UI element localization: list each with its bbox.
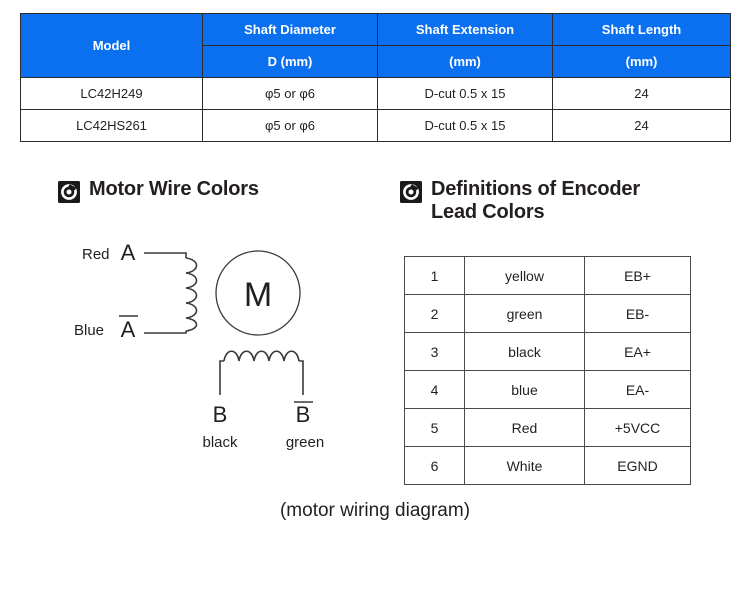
target-ring-icon xyxy=(400,181,422,203)
encoder-cell-color: black xyxy=(464,332,585,371)
phase-b-right-lead xyxy=(299,360,304,395)
encoder-cell-signal: EA- xyxy=(584,370,691,409)
table-row: 1 yellow EB+ xyxy=(404,256,691,295)
target-ring-icon xyxy=(58,181,80,203)
spec-unit-shaft-length: (mm) xyxy=(552,45,731,78)
encoder-cell-no: 1 xyxy=(404,256,465,295)
encoder-title-line-2: Lead Colors xyxy=(431,201,545,223)
table-row: 6 White EGND xyxy=(404,446,691,485)
phase-b-positive-wire-color: black xyxy=(202,434,238,451)
spec-cell-diameter: φ5 or φ6 xyxy=(202,77,378,110)
spec-header-shaft-extension: Shaft Extension xyxy=(377,13,553,46)
spec-cell-diameter: φ5 or φ6 xyxy=(202,109,378,142)
encoder-cell-color: green xyxy=(464,294,585,333)
encoder-lead-colors-heading: Definitions of Encoder Lead Colors xyxy=(400,178,700,224)
encoder-lead-color-table: 1 yellow EB+ 2 green EB- 3 black EA+ 4 b… xyxy=(404,256,691,485)
encoder-cell-signal: EB- xyxy=(584,294,691,333)
phase-a-positive-wire-color: Red xyxy=(82,246,110,263)
shaft-specification-table: Model Shaft Diameter Shaft Extension Sha… xyxy=(20,13,731,142)
encoder-cell-no: 3 xyxy=(404,332,465,371)
encoder-cell-signal: EGND xyxy=(584,446,691,485)
table-row: 3 black EA+ xyxy=(404,332,691,371)
encoder-cell-signal: EB+ xyxy=(584,256,691,295)
spec-cell-extension: D-cut 0.5 x 15 xyxy=(377,109,553,142)
spec-cell-model: LC42HS261 xyxy=(20,109,203,142)
table-row: LC42HS261 φ5 or φ6 D-cut 0.5 x 15 24 xyxy=(20,109,731,142)
spec-header-shaft-diameter: Shaft Diameter xyxy=(202,13,378,46)
motor-symbol-letter: M xyxy=(244,276,272,314)
phase-b-negative-label: B xyxy=(296,402,311,427)
motor-wire-colors-title: Motor Wire Colors xyxy=(89,178,259,200)
table-row: 4 blue EA- xyxy=(404,370,691,409)
phase-b-left-lead xyxy=(219,360,224,395)
motor-circle xyxy=(215,250,301,336)
phase-a-bottom-lead xyxy=(144,331,187,334)
encoder-cell-no: 5 xyxy=(404,408,465,447)
spec-unit-shaft-extension: (mm) xyxy=(377,45,553,78)
encoder-lead-colors-title: Definitions of Encoder Lead Colors xyxy=(431,178,640,224)
phase-a-negative-label: A xyxy=(121,317,136,342)
phase-a-negative-wire-color: Blue xyxy=(74,322,104,339)
phase-b-positive-label: B xyxy=(213,402,228,427)
spec-header-row-1: Model Shaft Diameter Shaft Extension Sha… xyxy=(20,13,731,78)
spec-cell-extension: D-cut 0.5 x 15 xyxy=(377,77,553,110)
encoder-cell-signal: EA+ xyxy=(584,332,691,371)
phase-b-coil xyxy=(223,350,300,362)
encoder-cell-color: yellow xyxy=(464,256,585,295)
encoder-cell-color: blue xyxy=(464,370,585,409)
motor-wiring-diagram: Red Blue A A M B B black green xyxy=(74,240,324,451)
encoder-cell-color: Red xyxy=(464,408,585,447)
encoder-cell-no: 6 xyxy=(404,446,465,485)
motor-wire-colors-heading: Motor Wire Colors xyxy=(58,178,378,203)
encoder-title-line-1: Definitions of Encoder xyxy=(431,178,640,200)
spec-header-model: Model xyxy=(20,13,203,78)
table-row: 5 Red +5VCC xyxy=(404,408,691,447)
spec-header-shaft-length: Shaft Length xyxy=(552,13,731,46)
phase-a-positive-label: A xyxy=(121,240,136,265)
phase-a-top-lead xyxy=(144,252,187,258)
spec-cell-length: 24 xyxy=(552,77,731,110)
phase-b-negative-wire-color: green xyxy=(286,434,324,451)
diagram-caption: (motor wiring diagram) xyxy=(279,500,471,521)
table-row: 2 green EB- xyxy=(404,294,691,333)
spec-cell-length: 24 xyxy=(552,109,731,142)
encoder-cell-signal: +5VCC xyxy=(584,408,691,447)
table-row: LC42H249 φ5 or φ6 D-cut 0.5 x 15 24 xyxy=(20,77,731,110)
encoder-cell-no: 2 xyxy=(404,294,465,333)
spec-cell-model: LC42H249 xyxy=(20,77,203,110)
spec-unit-shaft-diameter: D (mm) xyxy=(202,45,378,78)
phase-a-coil xyxy=(185,257,198,332)
spec-header-row-2: D (mm) (mm) (mm) xyxy=(21,45,731,78)
encoder-cell-color: White xyxy=(464,446,585,485)
encoder-cell-no: 4 xyxy=(404,370,465,409)
